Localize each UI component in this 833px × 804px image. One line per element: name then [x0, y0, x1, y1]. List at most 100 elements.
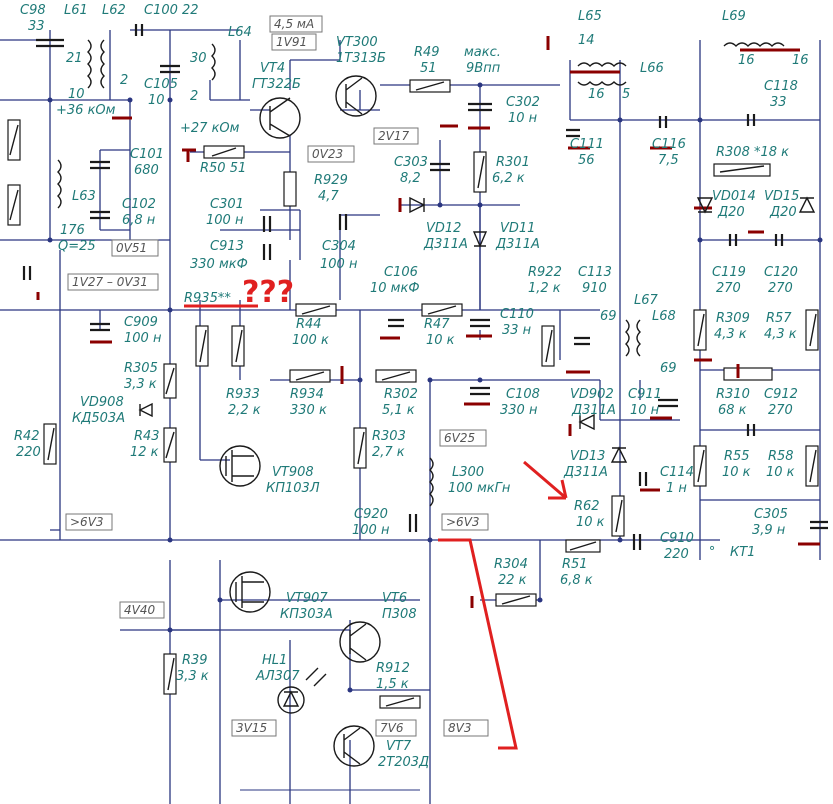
voltage-box-text: 7V6 [380, 721, 404, 735]
label-c119v: 270 [716, 281, 741, 296]
label-l66: L66 [640, 61, 664, 76]
label-r27k: +27 кОм [180, 121, 240, 136]
voltage-box-b6v3a: >6V3 [65, 513, 113, 531]
label-vd902v: Д311А [571, 403, 616, 418]
label-r49: R49 [414, 45, 440, 60]
label-c912: C912 [764, 387, 798, 402]
label-c105v: 10 [148, 93, 165, 108]
label-r44v: 100 к [292, 333, 329, 348]
label-vd12: VD12 [426, 221, 461, 236]
voltage-box-text: 3V15 [236, 721, 267, 735]
label-c114v: 1 н [666, 481, 687, 496]
label-c301: C301 [210, 197, 244, 212]
label-n69b: 69 [660, 361, 677, 376]
label-n176: 176 [60, 223, 85, 238]
label-c304v: 100 н [320, 257, 358, 272]
voltage-box-b4v40: 4V40 [119, 601, 165, 619]
label-r50: R50 51 [200, 161, 246, 176]
label-c913v: 330 мкФ [190, 257, 248, 272]
label-vd11: VD11 [500, 221, 535, 236]
label-vt908v: КП103Л [266, 481, 320, 496]
label-r304: R304 [494, 557, 528, 572]
label-vd12v: Д311А [423, 237, 468, 252]
label-maksv: 9Впп [466, 61, 501, 76]
label-c305v: 3,9 н [752, 523, 786, 538]
label-n16c: 16 [792, 53, 809, 68]
voltage-box-text: 1V91 [276, 35, 307, 49]
label-c120: C120 [764, 265, 798, 280]
label-kt1: КТ1 [730, 545, 755, 560]
label-c304: C304 [322, 239, 356, 254]
label-c120v: 270 [768, 281, 793, 296]
question-marks: ??? [242, 275, 294, 310]
label-vd902: VD902 [570, 387, 614, 402]
label-r47: R47 [424, 317, 450, 332]
label-vt300v: 1Т313Б [336, 51, 386, 66]
label-r912v: 1,5 к [376, 677, 409, 692]
label-c113v: 910 [582, 281, 607, 296]
label-r302: R302 [384, 387, 418, 402]
label-r47v: 10 к [426, 333, 455, 348]
voltage-box-b7v6: 7V6 [375, 719, 417, 737]
label-maks: макс. [464, 45, 501, 60]
label-r934: R934 [290, 387, 324, 402]
label-c114: C114 [660, 465, 694, 480]
label-r929v: 4,7 [318, 189, 339, 204]
label-n69a: 69 [600, 309, 617, 324]
label-n21: 21 [66, 51, 83, 66]
voltage-box-text: 1V27 – 0V31 [72, 275, 148, 289]
label-r43v: 12 к [130, 445, 159, 460]
label-c102v: 6,8 н [122, 213, 156, 228]
label-vt908: VT908 [272, 465, 314, 480]
voltage-box-b3v15: 3V15 [231, 719, 277, 737]
label-r302v: 5,1 к [382, 403, 415, 418]
label-r929: R929 [314, 173, 348, 188]
diodes [138, 196, 816, 714]
label-c301v: 100 н [206, 213, 244, 228]
label-vt6v: П308 [382, 607, 417, 622]
label-c98: C98 [20, 3, 46, 18]
label-r58v: 10 к [766, 465, 795, 480]
label-l65: L65 [578, 9, 602, 24]
label-vt300: VT300 [336, 35, 378, 50]
label-c111: C111 [570, 137, 604, 152]
label-l64: L64 [228, 25, 252, 40]
label-c119: C119 [712, 265, 746, 280]
label-r36k: +36 кОм [56, 103, 116, 118]
label-c910: C910 [660, 531, 694, 546]
voltage-box-text: >6V3 [70, 515, 104, 529]
label-r58: R58 [768, 449, 794, 464]
label-r912: R912 [376, 661, 410, 676]
label-r310: R310 [716, 387, 750, 402]
label-c303v: 8,2 [400, 171, 421, 186]
label-n2: 2 [120, 73, 128, 88]
kt1-pin: ∘ [708, 541, 716, 556]
label-l63: L63 [72, 189, 96, 204]
label-c302: C302 [506, 95, 540, 110]
label-c113: C113 [578, 265, 612, 280]
label-r43: R43 [134, 429, 160, 444]
label-vd13v: Д311А [563, 465, 608, 480]
label-r51v: 6,8 к [560, 573, 593, 588]
label-vt907v: КП303А [280, 607, 333, 622]
junctions [47, 82, 823, 693]
transistors [219, 75, 381, 767]
label-vd015: VD15 [764, 189, 799, 204]
voltage-box-b2v17: 2V17 [373, 127, 419, 145]
label-r44: R44 [296, 317, 322, 332]
red-annotations [184, 304, 568, 750]
label-q25: Q=25 [58, 239, 96, 254]
label-r51: R51 [562, 557, 588, 572]
label-r57: R57 [766, 311, 792, 326]
voltage-box-b6v3b: >6V3 [441, 513, 489, 531]
label-r308: R308 *18 к [716, 145, 789, 160]
label-vd014: VD014 [712, 189, 756, 204]
inductors [57, 39, 800, 507]
label-n5: 5 [622, 87, 630, 102]
voltage-box-text: 8V3 [448, 721, 471, 735]
label-c911: C911 [628, 387, 662, 402]
label-r310v: 68 к [718, 403, 747, 418]
voltage-box-text: 4V40 [124, 603, 155, 617]
